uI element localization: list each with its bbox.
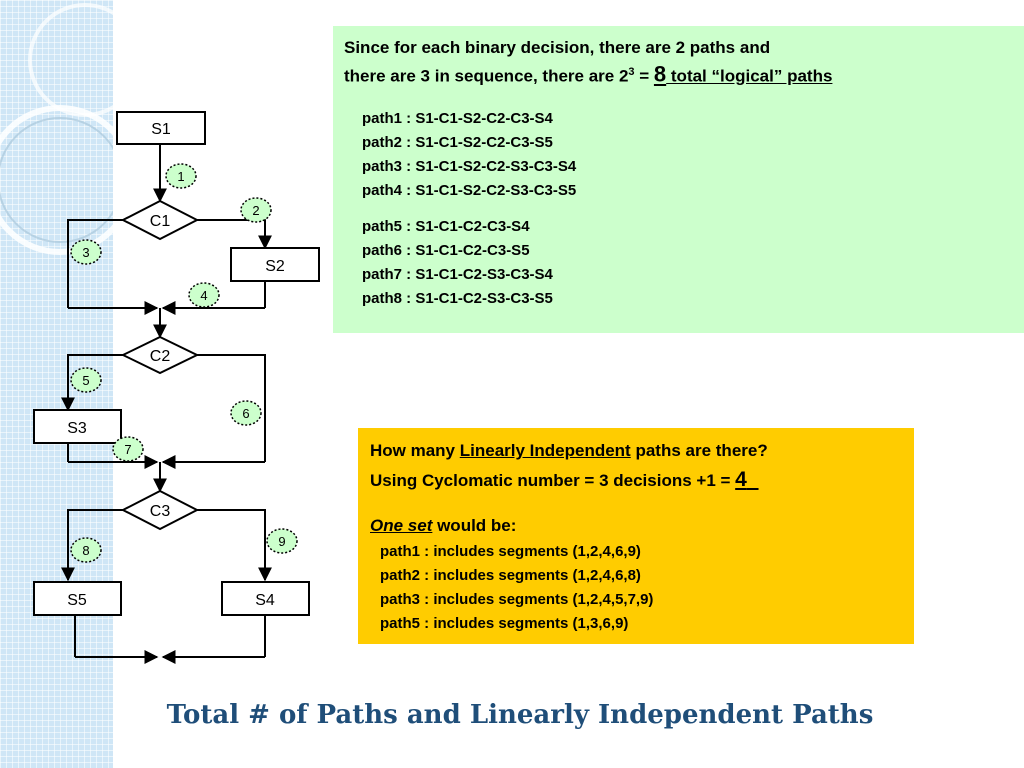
segment-1-label: 1 xyxy=(177,169,184,184)
logical-paths-intro-line2: there are 3 in sequence, there are 23 = … xyxy=(344,60,1024,89)
one-set-suffix: would be: xyxy=(432,516,517,535)
logical-paths-panel: Since for each binary decision, there ar… xyxy=(333,26,1024,333)
cyclomatic-line: Using Cyclomatic number = 3 decisions +1… xyxy=(370,465,914,495)
segment-7-label: 7 xyxy=(124,442,131,457)
independent-path-item: path3 : includes segments (1,2,4,5,7,9) xyxy=(380,591,654,608)
condition-c2: C2 xyxy=(120,335,200,375)
independent-paths-question: How many Linearly Independent paths are … xyxy=(370,436,914,465)
statement-s2: S2 xyxy=(230,247,320,282)
segment-2 xyxy=(240,197,272,223)
logical-path-list-2: path5 : S1-C1-C2-C3-S4 path6 : S1-C1-C2-… xyxy=(344,215,1024,311)
segment-8 xyxy=(70,537,102,563)
logical-path-item: path1 : S1-C1-S2-C2-C3-S4 xyxy=(362,109,553,127)
statement-s3-label: S3 xyxy=(67,420,87,437)
logical-path-item: path4 : S1-C1-S2-C2-S3-C3-S5 xyxy=(362,181,577,199)
statement-s5: S5 xyxy=(33,581,122,616)
statement-s4-label: S4 xyxy=(255,592,275,609)
independent-paths-panel: How many Linearly Independent paths are … xyxy=(358,428,914,644)
segment-9-label: 9 xyxy=(278,534,285,549)
independent-path-item: path2 : includes segments (1,2,4,6,8) xyxy=(380,567,641,584)
segment-9 xyxy=(266,528,298,554)
one-set-label: One set xyxy=(370,516,433,535)
statement-s1: S1 xyxy=(116,111,206,145)
intro-equals: = xyxy=(634,66,654,86)
segment-3 xyxy=(70,239,102,265)
intro-suffix: total “logical” paths xyxy=(666,66,833,86)
question-suffix: paths are there? xyxy=(630,441,768,460)
cyclomatic-text: Using Cyclomatic number = 3 decisions +1… xyxy=(370,471,736,490)
question-term: Linearly Independent xyxy=(459,441,631,460)
condition-c2-label: C2 xyxy=(150,348,171,365)
statement-s4: S4 xyxy=(221,581,310,616)
segment-2-label: 2 xyxy=(252,203,259,218)
flow-edges xyxy=(61,144,272,664)
statement-s3: S3 xyxy=(33,409,122,444)
condition-c1-label: C1 xyxy=(150,213,171,230)
question-prefix: How many xyxy=(370,441,460,460)
cyclomatic-underline-pad xyxy=(747,468,759,491)
segment-8-label: 8 xyxy=(82,543,89,558)
control-flow-diagram: S1 S2 S3 S5 S4 C1 C2 C3 1 xyxy=(33,111,320,664)
panel-spacer xyxy=(370,495,914,511)
segment-6 xyxy=(230,400,262,426)
statement-s1-label: S1 xyxy=(151,121,171,138)
logical-path-item: path5 : S1-C1-C2-C3-S4 xyxy=(362,217,530,235)
statement-s5-label: S5 xyxy=(67,592,87,609)
independent-path-list: path1 : includes segments (1,2,4,6,9) pa… xyxy=(370,540,914,636)
cyclomatic-value: 4 xyxy=(735,468,747,491)
list-gap xyxy=(344,203,1024,215)
condition-c1: C1 xyxy=(120,199,200,241)
segment-labels: 1 2 3 4 5 6 7 8 9 xyxy=(82,169,285,558)
logical-path-item: path8 : S1-C1-C2-S3-C3-S5 xyxy=(362,289,553,307)
logical-path-item: path7 : S1-C1-C2-S3-C3-S4 xyxy=(362,265,553,283)
segment-1 xyxy=(165,163,197,189)
segment-badges xyxy=(70,163,298,563)
statement-s2-label: S2 xyxy=(265,258,285,275)
segment-3-label: 3 xyxy=(82,245,89,260)
total-paths-value: 8 xyxy=(653,61,667,87)
segment-4-label: 4 xyxy=(200,288,207,303)
decorative-rings xyxy=(0,3,113,255)
condition-c3-label: C3 xyxy=(150,503,171,520)
logical-path-item: path2 : S1-C1-S2-C2-C3-S5 xyxy=(362,133,553,151)
logical-path-item: path6 : S1-C1-C2-C3-S5 xyxy=(362,241,530,259)
logical-path-list-1: path1 : S1-C1-S2-C2-C3-S4 path2 : S1-C1-… xyxy=(344,107,1024,203)
segment-6-label: 6 xyxy=(242,406,249,421)
one-set-heading: One set would be: xyxy=(370,511,914,540)
segment-7 xyxy=(112,436,144,462)
segment-5-label: 5 xyxy=(82,373,89,388)
intro-exponent: 3 xyxy=(628,66,635,78)
segment-5 xyxy=(70,367,102,393)
independent-path-item: path5 : includes segments (1,3,6,9) xyxy=(380,615,629,632)
slide-title: Total # of Paths and Linearly Independen… xyxy=(166,700,874,730)
logical-path-item: path3 : S1-C1-S2-C2-S3-C3-S4 xyxy=(362,157,577,175)
logical-paths-intro-line1: Since for each binary decision, there ar… xyxy=(344,38,771,57)
intro-line2-prefix: there are 3 in sequence, there are 2 xyxy=(344,66,629,86)
independent-path-item: path1 : includes segments (1,2,4,6,9) xyxy=(380,543,641,560)
condition-c3: C3 xyxy=(120,489,200,531)
segment-4 xyxy=(188,282,220,308)
